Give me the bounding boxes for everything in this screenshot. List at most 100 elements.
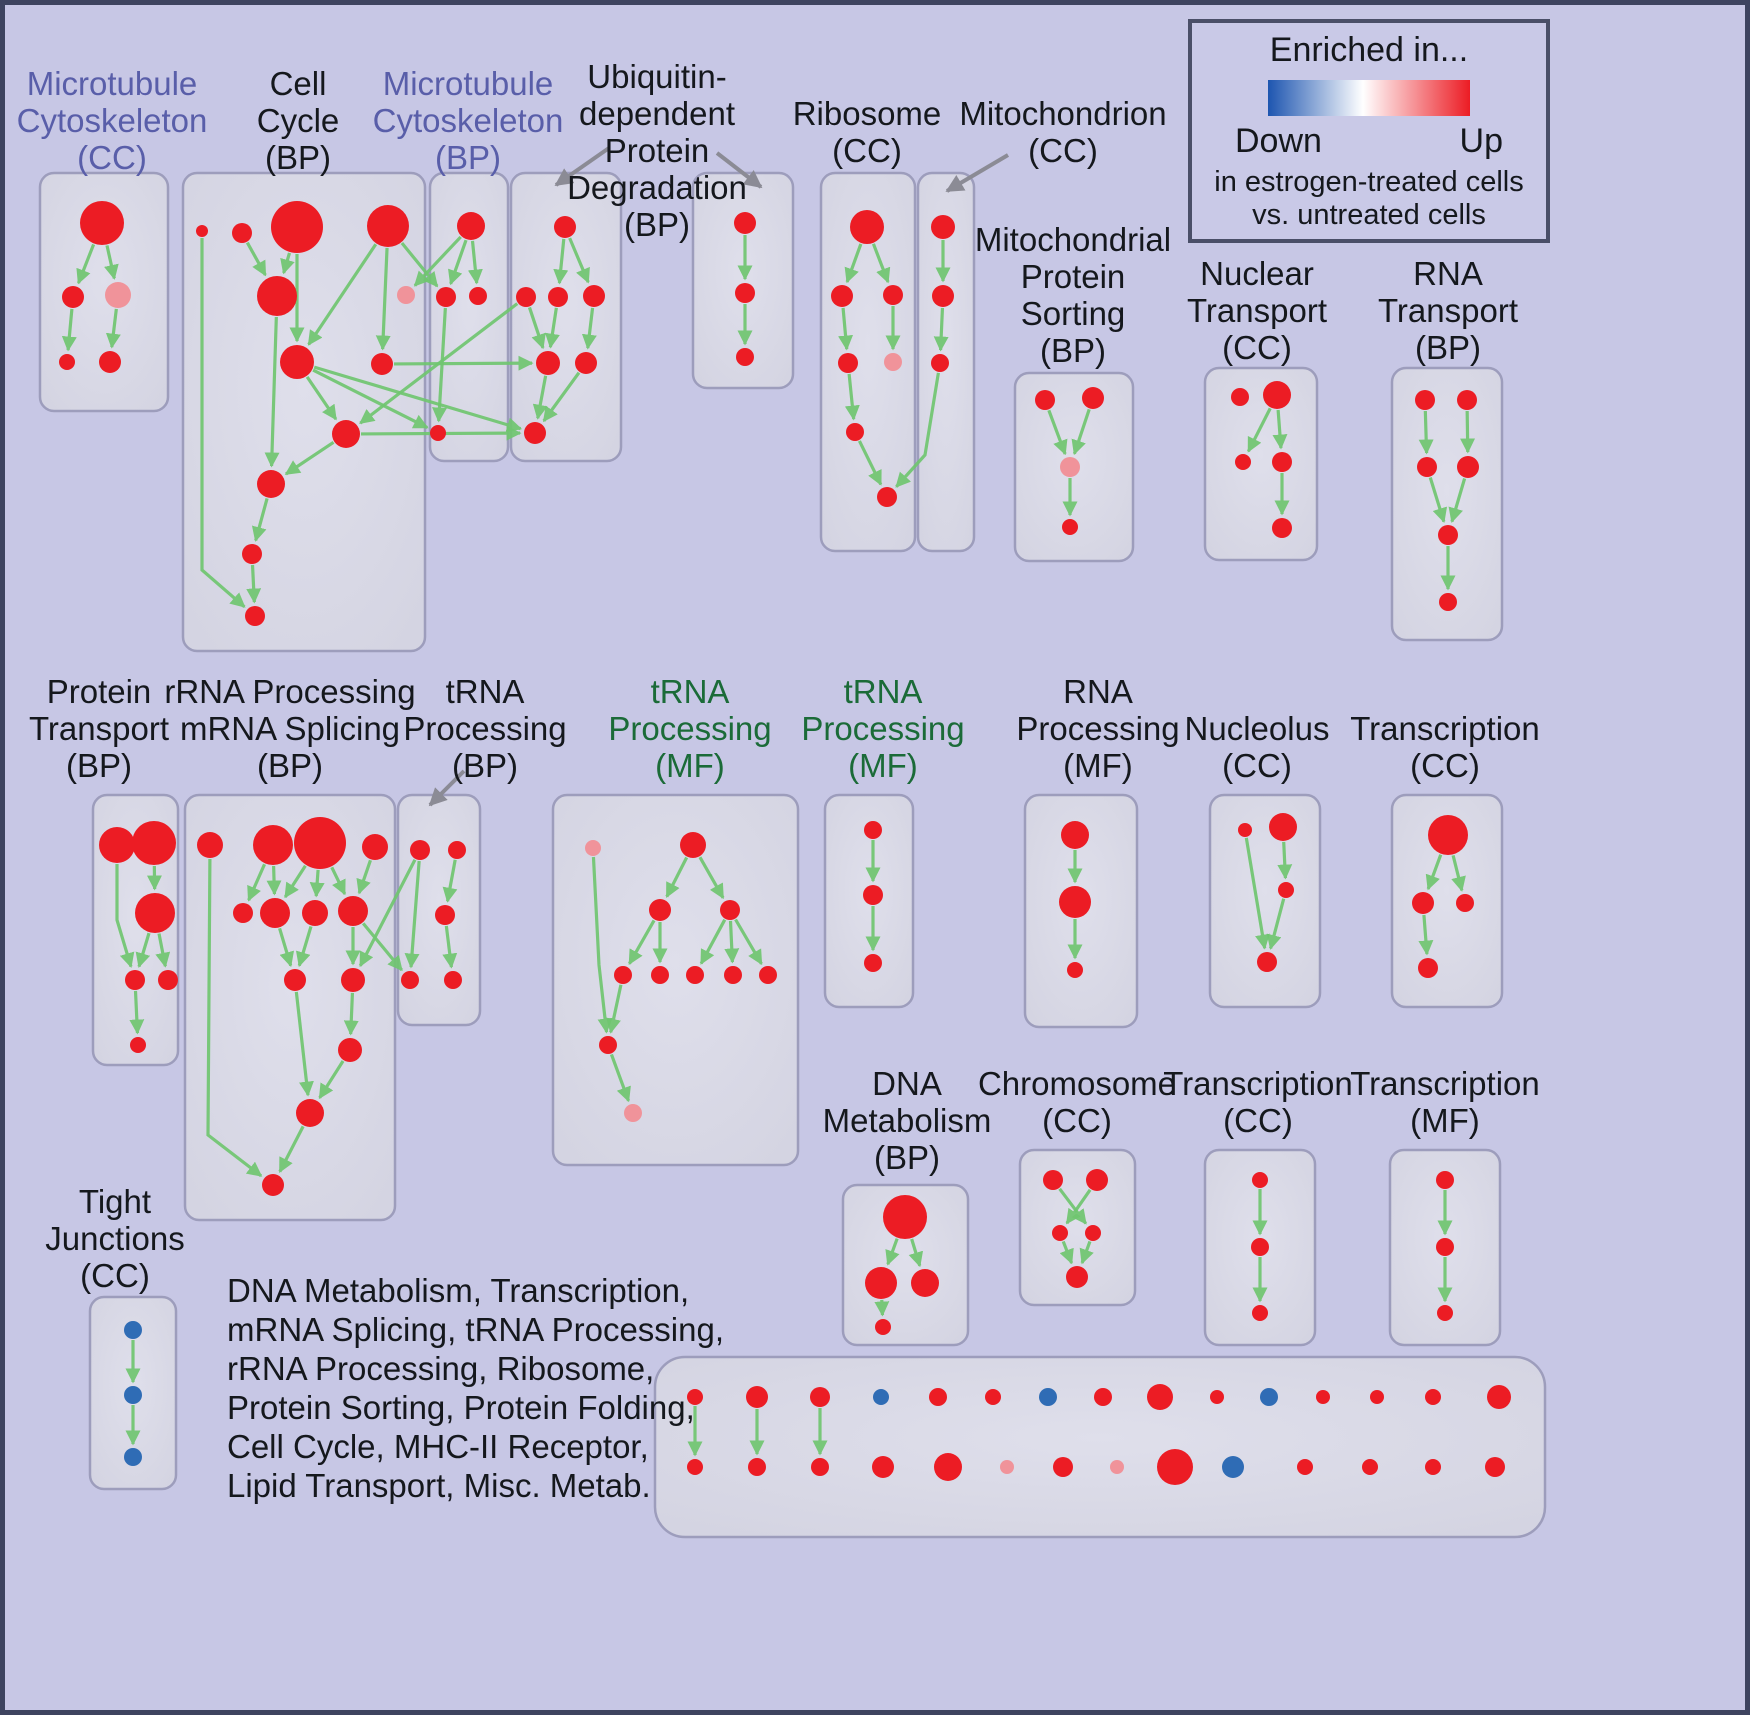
edge-arrow [885,1238,900,1266]
go-term-node-chr2 [1086,1169,1108,1191]
edge-arrow [283,864,307,899]
go-term-node-ms1 [1035,390,1055,410]
edge-arrow [1244,837,1270,950]
go-term-node-tcc4 [1418,958,1438,978]
edge-arrow [155,933,171,968]
cluster-label-rib: Ribosome(CC) [793,95,942,169]
edge-arrow [294,991,314,1097]
go-term-node-tm6 [651,966,669,984]
edge-arrow [568,237,590,284]
go-term-node-trb1 [410,840,430,860]
go-term-node-nt1 [1231,388,1249,406]
go-term-node-mb9 [1157,1449,1193,1485]
go-term-node-cc1 [196,225,208,237]
go-term-node-dm3 [911,1269,939,1297]
cluster-box-cc [181,171,427,653]
go-term-node-rib3 [883,285,903,305]
edge-arrow [895,372,940,488]
edge-arrow [361,922,403,972]
go-term-node-ube3 [736,348,754,366]
label-pointer-arrow [428,769,466,807]
edge-arrow [665,856,689,898]
edge-arrow [129,990,145,1035]
go-term-node-rr7 [302,900,328,926]
edge-arrow [591,856,613,1034]
edge-arrow [1277,841,1293,880]
go-term-node-tc2a [1252,1172,1268,1188]
go-term-node-rr9 [284,969,306,991]
edge-arrow [933,307,949,352]
go-term-node-mb3 [811,1458,829,1476]
edge-arrow [532,375,548,420]
go-term-node-cc12 [245,606,265,626]
go-term-node-rib2 [831,285,853,307]
edge-arrow [393,355,534,371]
label-pointer-arrow [554,146,611,187]
go-term-node-mi10 [1210,1390,1224,1404]
edge-arrow [467,240,483,285]
go-term-node-rr5 [233,903,253,923]
edge-arrow [312,368,429,430]
edge-arrow [105,308,121,349]
edge-arrow [61,308,77,352]
go-term-node-mtcc2 [62,286,84,308]
go-term-node-tm3 [649,899,671,921]
go-term-node-tm10 [599,1036,617,1054]
go-term-node-cc5 [257,276,297,316]
edge-arrow [135,932,151,969]
edge-arrow [606,984,623,1034]
edge-arrow [1266,898,1286,950]
go-term-node-mi6 [985,1389,1001,1405]
go-term-node-mtbp1 [457,212,485,240]
legend-axis-labels: Down Up [1235,122,1503,161]
edge-arrow [356,859,372,895]
go-term-node-tm4 [720,900,740,920]
go-term-node-chr3 [1052,1225,1068,1241]
go-term-node-mito1 [931,215,955,239]
go-term-node-rt4 [1457,456,1479,478]
go-term-node-ube2 [735,283,755,303]
edge-arrow [1425,854,1443,891]
go-term-node-rr3 [294,817,346,869]
go-term-node-tm7 [686,966,704,984]
go-term-node-tcc1 [1428,815,1468,855]
go-term-node-mtbp3 [469,287,487,305]
go-term-node-ub3 [548,287,568,307]
go-term-node-ub5 [536,351,560,375]
go-term-node-mb4 [872,1456,894,1478]
go-term-node-mtbp4 [430,425,446,441]
go-term-node-cc9 [332,420,360,448]
edge-arrow [284,440,335,476]
edge-arrow [838,307,854,351]
edge-arrow [874,1299,890,1317]
edge-arrow [280,252,295,275]
edge-arrow [1071,408,1091,456]
go-term-node-mi4 [873,1389,889,1405]
go-term-node-pt3 [135,893,175,933]
misc-note-line: rRNA Processing, Ribosome, [227,1350,655,1387]
go-term-node-tm1 [585,840,601,856]
go-term-node-rr10 [341,968,365,992]
edge-arrow [1058,1187,1088,1225]
cluster-box-rib [819,171,917,553]
edge-arrow [1460,410,1476,454]
go-term-node-rt1 [1415,390,1435,410]
go-term-node-mb14 [1485,1457,1505,1477]
cluster-label-tc2: Transcription(CC) [1163,1065,1353,1139]
cluster-box-nuc [1208,793,1322,1009]
go-term-node-ub1 [554,216,576,238]
edge-arrow [375,247,391,351]
go-term-node-mtcc3 [105,282,131,308]
misc-cluster-note: DNA Metabolism, Transcription, mRNA Spli… [227,1271,724,1505]
edge-arrow [699,918,727,965]
go-term-node-rib5 [884,353,902,371]
go-term-node-rr8 [338,896,368,926]
edge-arrow [432,307,447,423]
go-term-node-mb13 [1425,1459,1441,1475]
go-term-node-tj3 [124,1448,142,1466]
go-term-node-ub2 [516,287,536,307]
go-term-node-tms1 [864,821,882,839]
